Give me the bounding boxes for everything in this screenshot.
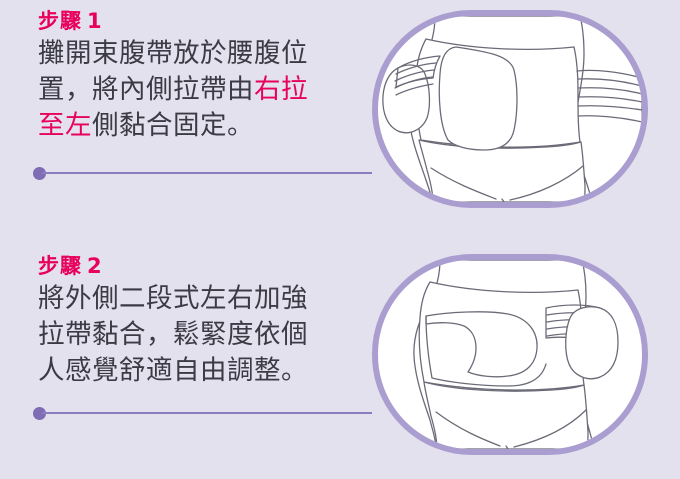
step-2-line-2-seg-1: 拉帶黏合，鬆緊度依個 [38, 319, 308, 350]
step-1-heading-label: 步驟 [38, 9, 82, 33]
step-1-line-3-highlight: 至左 [38, 110, 92, 141]
step-1-line-2-highlight: 右拉 [254, 74, 308, 105]
step-2-connector-rule [42, 412, 372, 414]
step-2-heading-number: 2 [87, 254, 103, 278]
step-2-heading-label: 步驟 [38, 254, 82, 278]
step-2-line-1-seg-1: 將外側二段式左右加強 [38, 283, 308, 314]
step-2-connector-dot [33, 407, 46, 420]
step-2-line-3-seg-1: 人感覺舒適自由調整。 [38, 355, 308, 386]
step-2-body-line-1: 將外側二段式左右加強 [38, 281, 368, 317]
step-1-connector-rule [42, 172, 372, 174]
step-1-body-line-3: 至左側黏合固定。 [38, 108, 368, 144]
step-1-body-line-2: 置，將內側拉帶由右拉 [38, 72, 368, 108]
step-1-heading-number: 1 [87, 9, 103, 33]
step-2-illustration-panel [372, 254, 648, 455]
step-2-body-line-3: 人感覺舒適自由調整。 [38, 353, 368, 389]
step-1-line-2-seg-1: 置，將內側拉帶由 [38, 74, 254, 105]
step-1-illustration-panel [372, 10, 648, 208]
step-1-connector-dot [33, 167, 46, 180]
step-1-line-1-seg-1: 攤開束腹帶放於腰腹位 [38, 38, 308, 69]
belly-band-outer-two-stage-straps-icon [413, 260, 619, 449]
belly-band-inner-strap-right-to-left-icon [382, 16, 642, 202]
step-1-line-3-seg-2: 側黏合固定。 [92, 110, 254, 141]
step-2-body-line-2: 拉帶黏合，鬆緊度依個 [38, 317, 368, 353]
step-1-body-line-1: 攤開束腹帶放於腰腹位 [38, 36, 368, 72]
